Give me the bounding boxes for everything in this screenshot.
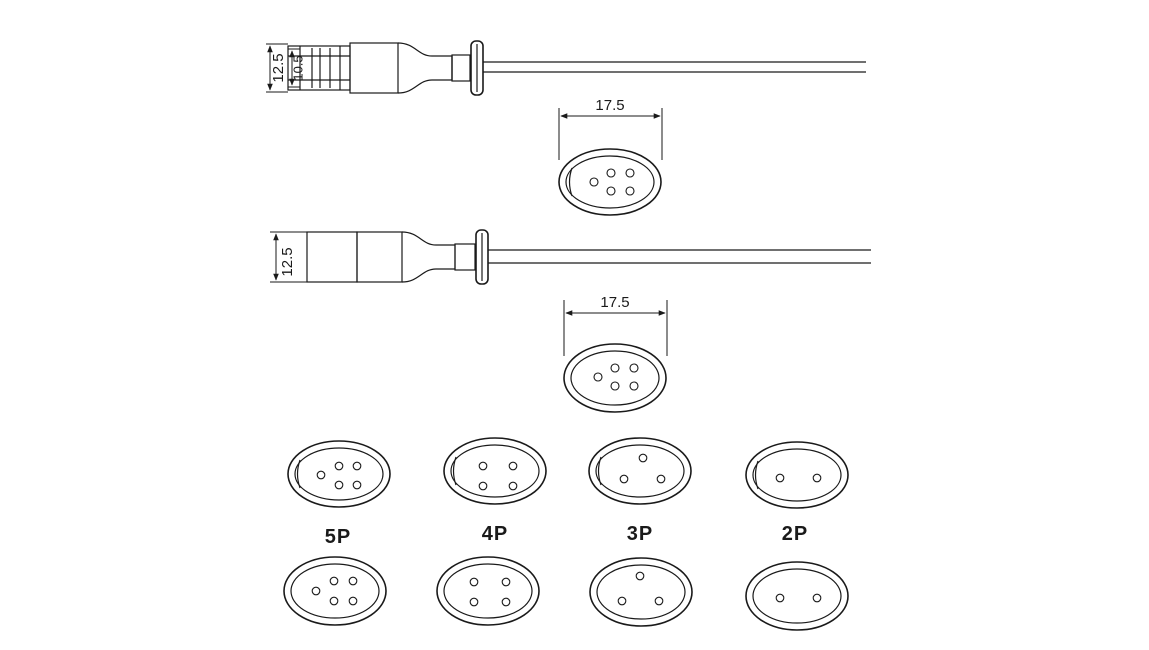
- variant-2p-female: [745, 561, 849, 631]
- variant-3p-female: [589, 557, 693, 627]
- top-connector-side-view: 12.5 10.5: [266, 40, 866, 96]
- variant-4p-male: [443, 437, 547, 505]
- middle-connector-body: [356, 231, 403, 283]
- middle-dim-outer: 12.5: [279, 247, 296, 276]
- variant-3p-male: [588, 437, 692, 505]
- top-dim-inner: 10.5: [290, 55, 305, 80]
- middle-connector-sleeve: [306, 231, 358, 283]
- top-dim-face-width: 17.5: [595, 97, 624, 114]
- middle-flange-collar: [475, 229, 489, 285]
- middle-connector-side-view: 12.5: [270, 229, 871, 285]
- variant-2p-male: [745, 441, 849, 509]
- variant-5p-male: [287, 440, 391, 508]
- top-flange-collar: [470, 40, 484, 96]
- top-connector-body: [349, 42, 399, 94]
- top-connector-face-view: 17.5: [558, 97, 663, 216]
- variant-5p-female: [283, 556, 387, 626]
- top-dim-outer: 12.5: [270, 53, 287, 82]
- label-5p: 5P: [325, 526, 351, 548]
- middle-face-outer-ring: [563, 343, 667, 413]
- variant-4p-female: [436, 556, 540, 626]
- label-3p: 3P: [627, 523, 653, 545]
- middle-connector-face-view: 17.5: [563, 294, 668, 413]
- label-2p: 2P: [782, 523, 808, 545]
- middle-dim-face-width: 17.5: [600, 294, 629, 311]
- label-4p: 4P: [482, 523, 508, 545]
- top-face-outer-ring: [558, 148, 662, 216]
